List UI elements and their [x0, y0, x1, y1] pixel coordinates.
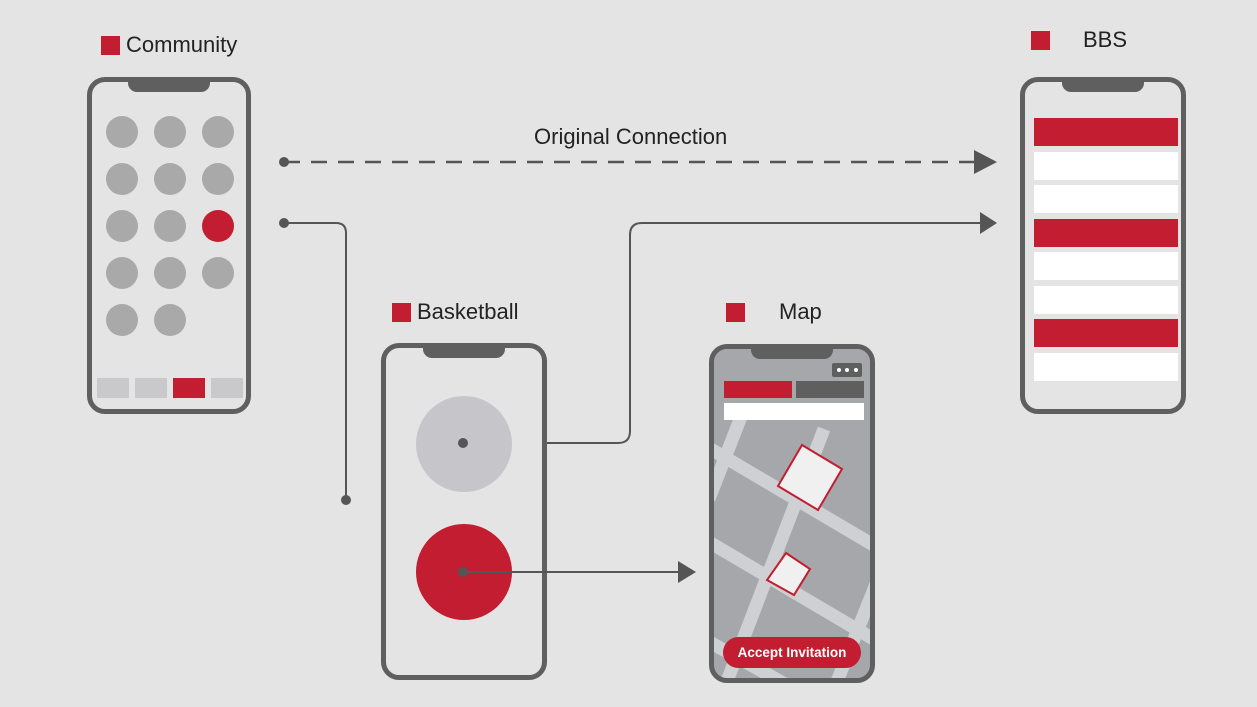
original-connection-arrow [279, 150, 997, 174]
map-tab-active[interactable] [724, 381, 792, 398]
basketball-phone [381, 343, 547, 680]
map-label: Map [726, 299, 822, 325]
bbs-post-highlighted[interactable] [1034, 218, 1178, 247]
bbs-post[interactable] [1034, 285, 1178, 314]
app-icon[interactable] [154, 257, 186, 289]
bbs-post[interactable] [1034, 252, 1178, 280]
map-phone: Accept Invitation [709, 344, 875, 683]
map-search-field[interactable] [724, 403, 864, 420]
bbs-label: BBS [1031, 27, 1127, 53]
map-title: Map [779, 299, 822, 324]
app-icon[interactable] [202, 116, 234, 148]
bbs-post-highlighted[interactable] [1034, 319, 1178, 347]
community-tab-2[interactable] [135, 378, 167, 398]
app-icon[interactable] [106, 163, 138, 195]
community-marker-icon [101, 35, 120, 55]
app-icon[interactable] [154, 163, 186, 195]
app-icon[interactable] [106, 116, 138, 148]
bbs-post[interactable] [1034, 151, 1178, 180]
bbs-phone [1020, 77, 1186, 414]
bbs-post[interactable] [1034, 352, 1178, 381]
phone-notch [1062, 81, 1144, 92]
bbs-post-highlighted[interactable] [1034, 118, 1178, 146]
original-connection-label: Original Connection [534, 124, 728, 149]
community-phone [87, 77, 251, 414]
phone-notch [751, 349, 833, 359]
community-tab-1[interactable] [97, 378, 129, 398]
community-to-basketball-connector [279, 218, 351, 505]
app-icon[interactable] [202, 163, 234, 195]
community-title: Community [126, 32, 238, 57]
app-icon[interactable] [202, 257, 234, 289]
bbs-title: BBS [1083, 27, 1128, 52]
community-tab-3[interactable] [173, 378, 205, 398]
basketball-label: Basketball [392, 299, 519, 325]
basketball-option-red[interactable] [416, 524, 512, 620]
app-icon-active[interactable] [202, 210, 234, 242]
bbs-post[interactable] [1034, 185, 1178, 213]
app-icon[interactable] [106, 210, 138, 242]
phone-notch [423, 347, 505, 358]
map-marker-icon [726, 302, 745, 322]
basketball-to-bbs-connector [463, 212, 997, 444]
map-tab-inactive[interactable] [796, 381, 864, 398]
app-icon[interactable] [154, 210, 186, 242]
map-location-pin[interactable] [765, 551, 812, 597]
community-tab-4[interactable] [211, 378, 243, 398]
basketball-title: Basketball [417, 299, 519, 324]
app-icon[interactable] [106, 304, 138, 336]
more-menu-icon[interactable] [832, 363, 862, 377]
app-icon[interactable] [154, 116, 186, 148]
accept-invitation-button[interactable]: Accept Invitation [723, 637, 861, 668]
map-streets [714, 406, 870, 678]
bbs-marker-icon [1031, 30, 1050, 50]
community-label: Community [101, 32, 237, 58]
app-icon[interactable] [154, 304, 186, 336]
basketball-marker-icon [392, 302, 411, 322]
map-location-pin[interactable] [776, 443, 844, 512]
basketball-option-grey[interactable] [416, 396, 512, 492]
app-icon[interactable] [106, 257, 138, 289]
phone-notch [128, 81, 210, 92]
